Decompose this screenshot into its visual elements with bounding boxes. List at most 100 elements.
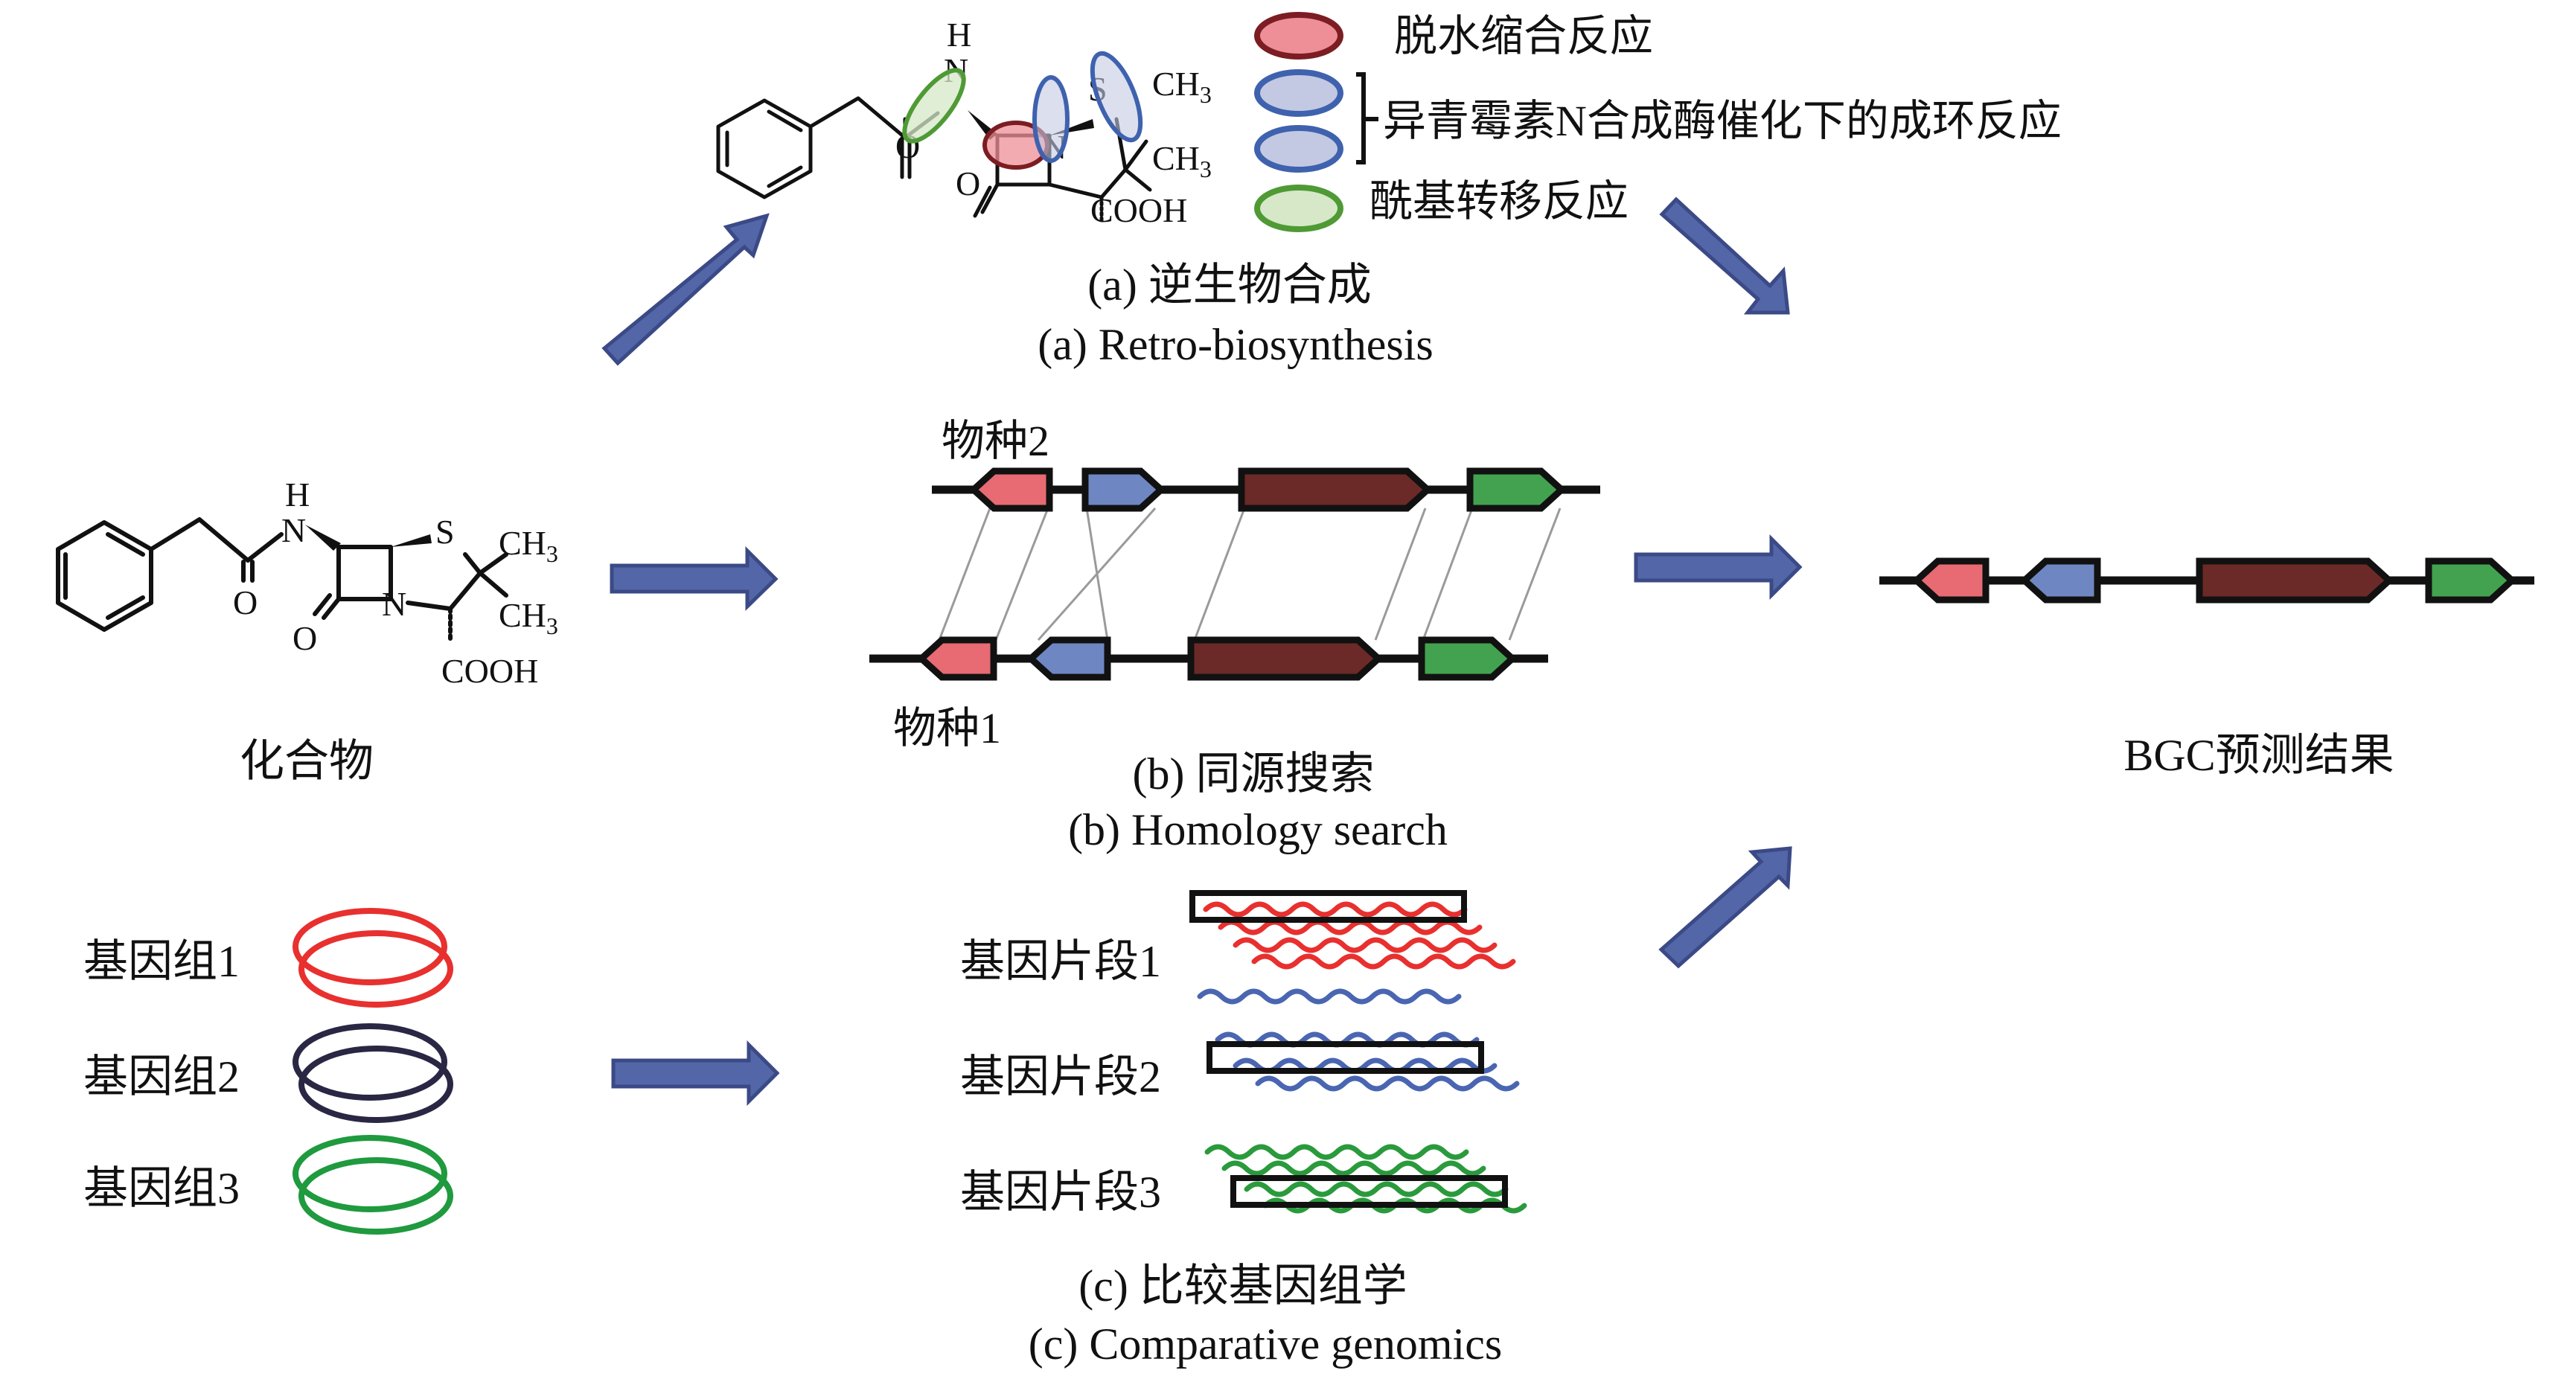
gene-arrow-right (1418, 636, 1518, 681)
genome-label: 基因组1 (83, 937, 240, 986)
gene-arrow-left (2019, 557, 2101, 604)
aligned-fragment-box (1230, 1175, 1508, 1208)
caption-b-en: (b) Homology search (1068, 805, 1448, 854)
sequence-read (1218, 919, 1483, 935)
genome-list: 基因组1 基因组2 基因组3 (83, 908, 453, 1235)
atom-h: H (947, 16, 971, 54)
result-gene-cluster (1911, 557, 2517, 604)
homology-link (1422, 508, 1474, 641)
genome-item: 基因组2 (83, 1023, 453, 1123)
homology-link (1374, 508, 1427, 641)
gene-arrow-right (1081, 467, 1166, 512)
legend-swatch-acyl-transfer (1254, 185, 1343, 232)
arrow-genomes-to-fragments (611, 1040, 780, 1107)
atom-o-lactam: O (956, 164, 980, 202)
genome-ring-icon (293, 1135, 447, 1212)
benzene-ring (716, 98, 813, 199)
homology-link (1508, 508, 1562, 641)
genome-item: 基因组3 (83, 1135, 453, 1235)
atom-s: S (435, 513, 455, 551)
molecule-annotated: H N O O N S CH3 CH3 COOH (716, 16, 1212, 229)
compound-label: 化合物 (240, 737, 374, 786)
legend-swatch-cyclization-2 (1254, 125, 1343, 173)
species1-gene-cluster (916, 636, 1518, 681)
sequence-read (1255, 1075, 1520, 1092)
methyl-1: CH3 (1152, 65, 1212, 108)
genome-ring-icon (293, 908, 447, 985)
genome-ring-icon (298, 930, 453, 1008)
legend-label-dehydration: 脱水缩合反应 (1394, 12, 1653, 60)
caption-c-en: (c) Comparative genomics (1029, 1319, 1502, 1369)
bgc-prediction-result: BGC预测结果 (1879, 557, 2534, 780)
gene-arrow-right (1466, 467, 1567, 512)
highlight-cyclization-n (1032, 75, 1070, 163)
fragment-item: 基因片段2 (960, 988, 1520, 1101)
arrow-comparative-to-result (1658, 846, 1792, 969)
genome-item: 基因组1 (83, 908, 453, 1008)
legend-bracket (1356, 72, 1366, 164)
highlight-acyl-transfer (902, 68, 966, 144)
gene-arrow-right (2196, 557, 2394, 604)
fragment-label: 基因片段3 (960, 1168, 1161, 1217)
sequence-read (1221, 1160, 1486, 1177)
caption-a-cn: (a) 逆生物合成 (1087, 260, 1372, 310)
carboxyl-group: COOH (1090, 191, 1187, 229)
atom-o-amide: O (233, 583, 258, 621)
species2-label: 物种2 (942, 417, 1049, 465)
caption-c-cn: (c) 比较基因组学 (1078, 1261, 1407, 1311)
species1-label: 物种1 (893, 704, 1001, 752)
gene-arrow-left (916, 636, 997, 681)
fragment-label: 基因片段1 (960, 937, 1161, 986)
fragment-list: 基因片段1 基因片段2 基因片段3 (960, 890, 1527, 1217)
homology-link (938, 508, 991, 641)
legend-swatch-cyclization-1 (1254, 69, 1343, 117)
atom-n-ring: N (382, 585, 406, 623)
benzene-ring (56, 520, 153, 632)
methyl-2: CH3 (499, 596, 558, 639)
carboxyl-group: COOH (441, 652, 538, 690)
atom-h: H (285, 476, 310, 513)
homology-link (994, 508, 1049, 641)
methyl-1: CH3 (499, 524, 558, 567)
homology-link (1037, 508, 1157, 641)
sequence-read (1244, 1181, 1509, 1197)
arrow-compound-to-homology (610, 545, 779, 611)
fragment-label: 基因片段2 (960, 1052, 1161, 1101)
genome-ring-icon (298, 1157, 453, 1235)
aligned-fragment-box (1189, 890, 1467, 923)
sequence-read (1203, 901, 1468, 918)
genome-label: 基因组3 (83, 1164, 240, 1213)
genome-label: 基因组2 (83, 1052, 240, 1101)
gene-arrow-right (1187, 636, 1384, 681)
gene-arrow-right (2425, 557, 2517, 604)
sequence-read (1251, 953, 1516, 970)
caption-a-en: (a) Retro-biosynthesis (1038, 320, 1434, 369)
arrow-homology-to-result (1634, 534, 1803, 601)
gene-arrow-left (1911, 557, 1989, 604)
compound-structure: H N O O N S CH3 CH3 COOH 化合物 (56, 476, 558, 786)
caption-b-cn: (b) 同源搜索 (1133, 749, 1375, 799)
gene-arrow-left (1026, 636, 1111, 681)
gene-arrow-left (968, 467, 1053, 512)
sequence-read (1204, 1144, 1469, 1160)
arrow-retro-to-result (1659, 196, 1790, 315)
methyl-2: CH3 (1152, 139, 1212, 182)
flow-arrows (601, 196, 1803, 1107)
sequence-read (1215, 1031, 1480, 1048)
sequence-read (1197, 988, 1462, 1005)
fragment-item: 基因片段1 (960, 890, 1516, 986)
highlight-cyclization-s (1090, 51, 1143, 143)
fragment-item: 基因片段3 (960, 1144, 1527, 1217)
panel-homology-search: 物种2 物种1 (b) 同源搜索 (b) Homology search (869, 417, 1600, 854)
legend-swatch-dehydration (1254, 12, 1343, 60)
genome-ring-icon (298, 1046, 453, 1123)
arrow-compound-to-retro (601, 213, 770, 366)
atom-o-lactam: O (293, 619, 317, 657)
sequence-read (1233, 1057, 1498, 1074)
panel-retro-biosynthesis: H N O O N S CH3 CH3 COOH 脱水缩合反应 异青霉素N合成酶… (716, 12, 2062, 369)
gene-arrow-right (1238, 467, 1433, 512)
sequence-read (1233, 937, 1498, 953)
homology-links (938, 508, 1562, 641)
